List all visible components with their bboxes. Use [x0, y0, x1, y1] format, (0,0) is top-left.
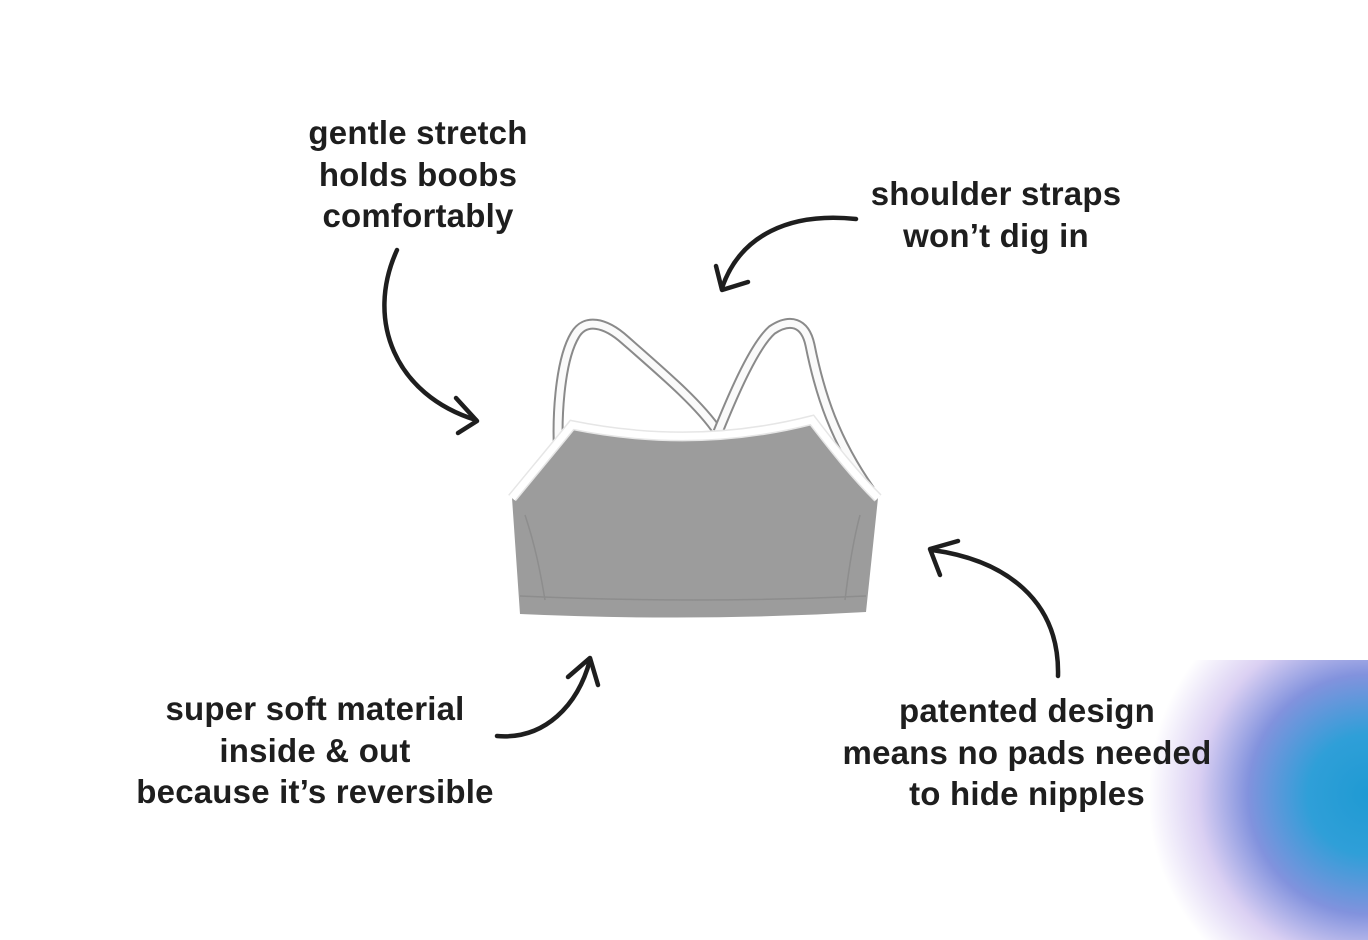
callout-line: means no pads needed: [842, 733, 1212, 771]
callout-line: inside & out: [219, 731, 411, 769]
callout-line: patented design: [898, 692, 1156, 729]
callout-line: gentle stretch: [308, 114, 528, 151]
arrow-straps: [713, 215, 859, 293]
arrow-design: [927, 538, 1061, 679]
callout-soft-material: super soft material inside & out because…: [55, 688, 575, 813]
sports-bra-image: [508, 317, 882, 618]
decorative-color-splash: [1150, 660, 1368, 940]
callout-line: comfortably: [322, 197, 514, 234]
callout-line: shoulder straps: [870, 175, 1122, 212]
arrow-material: [494, 655, 601, 739]
callout-line: super soft material: [165, 690, 465, 727]
callout-gentle-stretch: gentle stretch holds boobs comfortably: [158, 112, 678, 237]
callout-shoulder-straps: shoulder straps won’t dig in: [736, 173, 1256, 256]
callout-line: because it’s reversible: [136, 773, 494, 810]
callout-line: won’t dig in: [903, 216, 1089, 254]
callout-line: to hide nipples: [909, 775, 1145, 812]
callout-line: holds boobs: [318, 155, 518, 193]
arrow-stretch: [382, 247, 480, 436]
callout-patented-design: patented design means no pads needed to …: [767, 690, 1287, 815]
